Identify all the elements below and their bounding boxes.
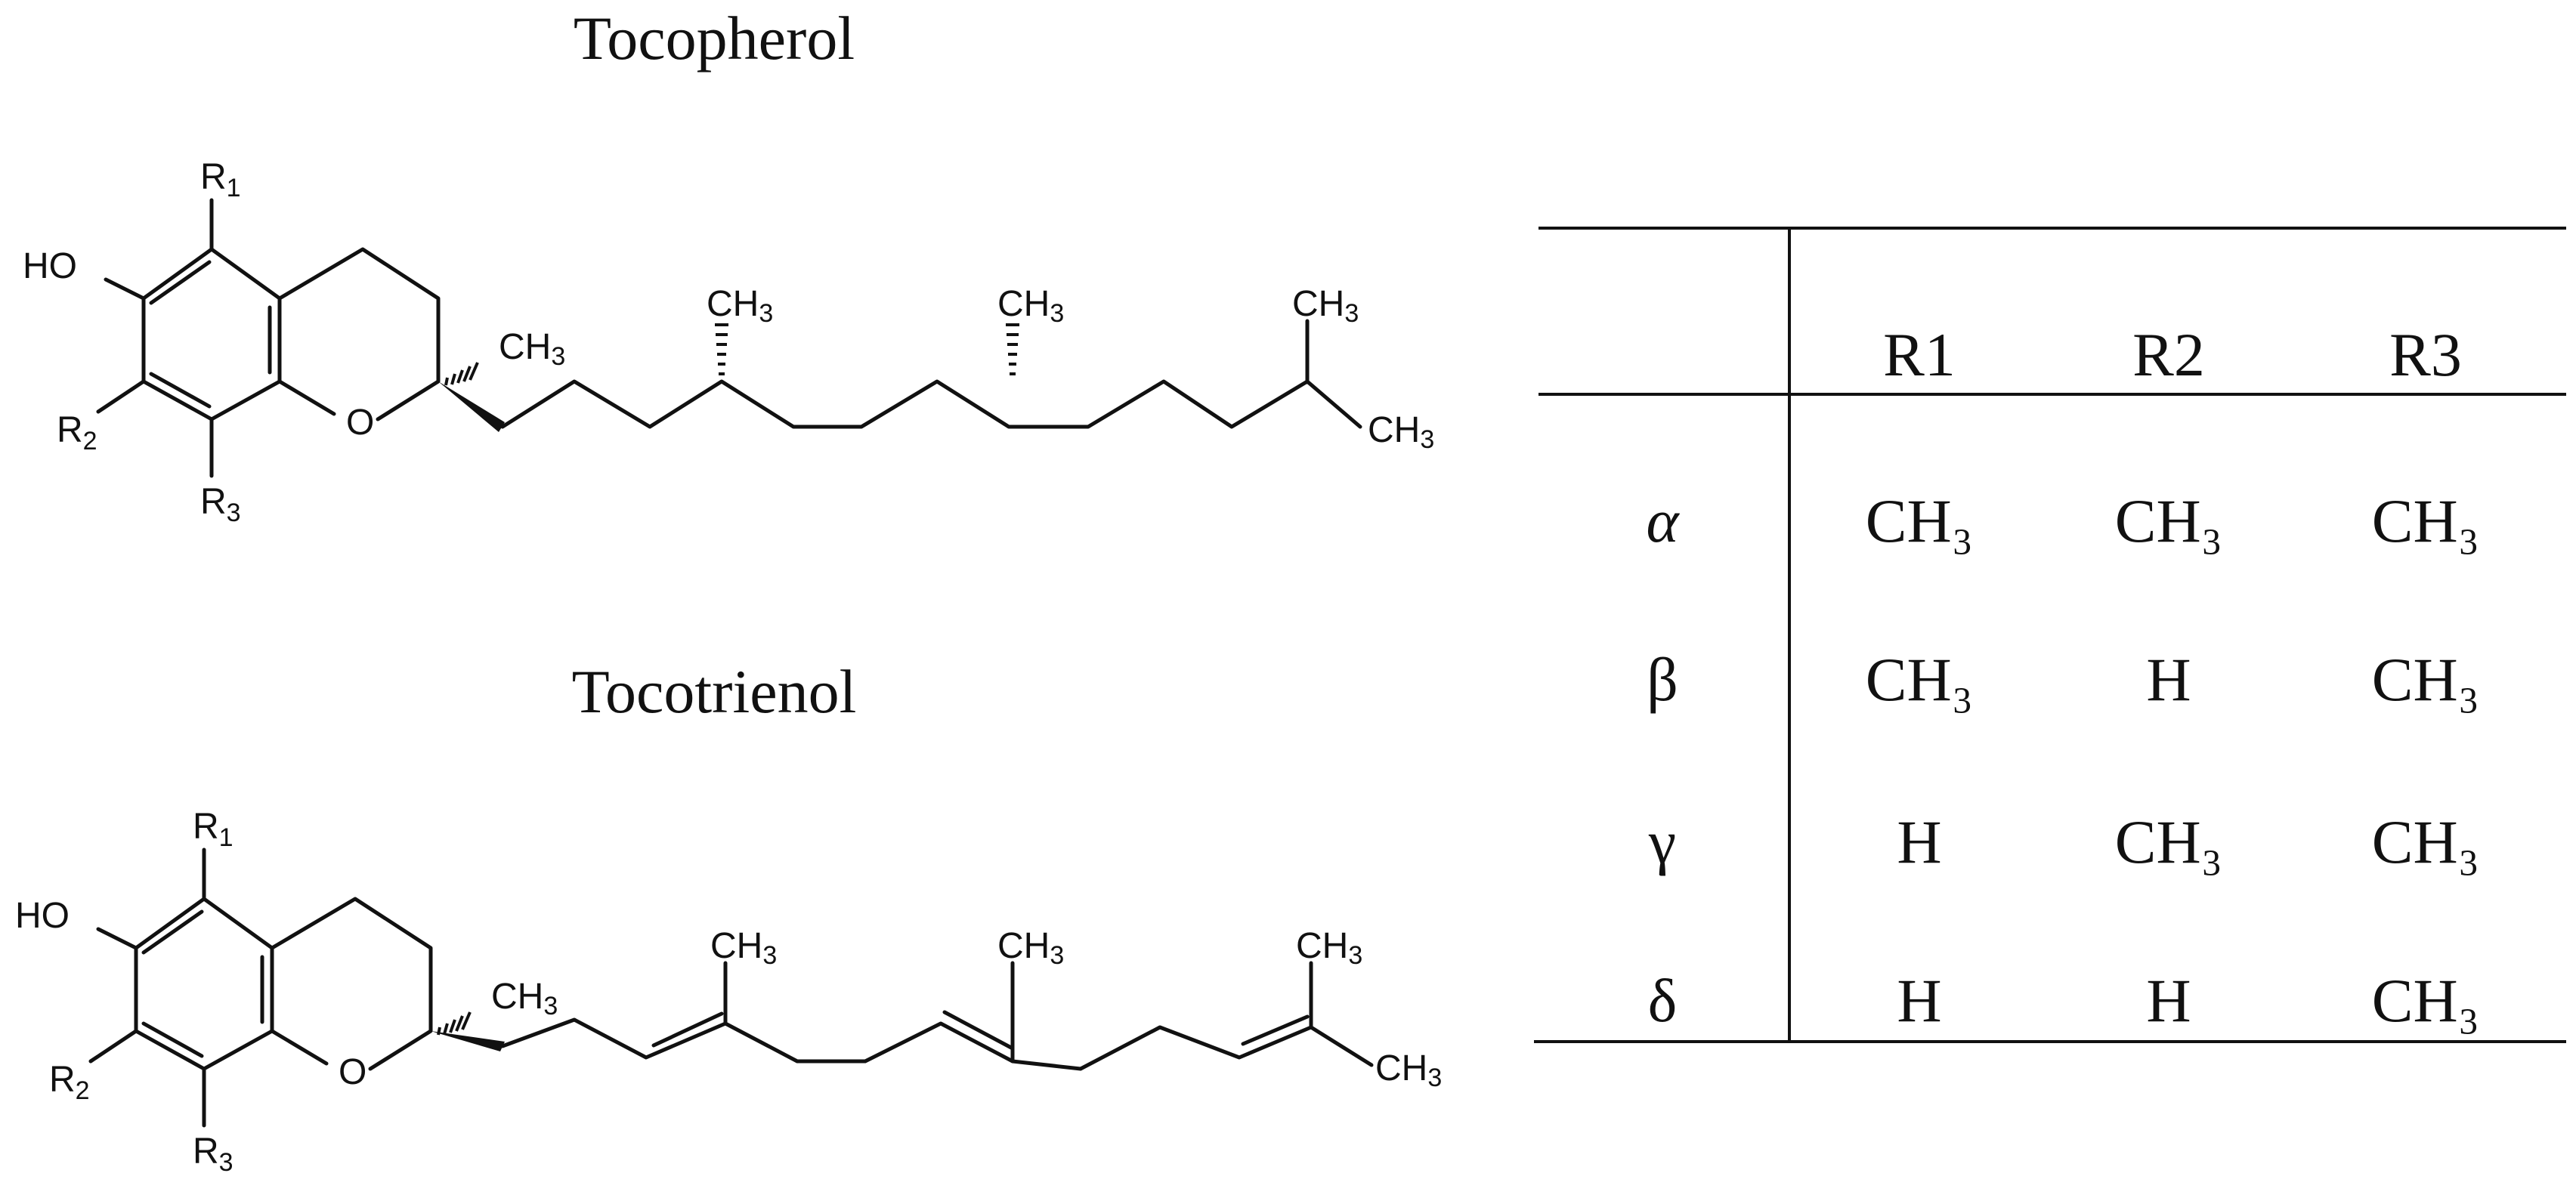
tocopherol-methyl-label-2: CH3 — [997, 284, 1064, 328]
tocotrienol-methyl-label-2: CH3 — [997, 926, 1064, 970]
row-label-alpha: α — [1646, 486, 1679, 555]
cell-alpha-r2: CH₃ — [2114, 486, 2223, 555]
tocopherol-methyl-label-1: CH3 — [707, 284, 773, 328]
tocotrienol-methyl-label-1: CH3 — [710, 926, 777, 970]
tocotrienol-structure: R1 HO R2 R3 O CH3 CH3 CH3 CH3 CH3 — [15, 807, 1442, 1177]
substituent-table: R1 R2 R3 α CH₃ CH₃ CH₃ β CH₃ H CH₃ γ H C… — [1534, 227, 2566, 1050]
cell-delta-r1: H — [1897, 966, 1942, 1035]
tocopherol-title: Tocopherol — [573, 4, 855, 73]
tocotrienol-title: Tocotrienol — [571, 657, 857, 726]
tocotrienol-ring-oxygen: O — [339, 1052, 366, 1092]
cell-delta-r3: CH₃ — [2371, 966, 2480, 1035]
tocopherol-terminal-methyl-2: CH3 — [1368, 410, 1434, 454]
cell-gamma-r3: CH₃ — [2371, 807, 2480, 876]
cell-gamma-r2: CH₃ — [2114, 807, 2223, 876]
tocotrienol-ho-label: HO — [15, 896, 70, 936]
tocotrienol-r1-label: R1 — [193, 807, 233, 852]
table-column-divider — [1788, 227, 1791, 1043]
cell-gamma-r1: H — [1897, 807, 1942, 876]
cell-alpha-r1: CH₃ — [1865, 486, 1974, 555]
table-top-rule — [1538, 227, 2566, 230]
cell-alpha-r3: CH₃ — [2371, 486, 2480, 555]
row-label-gamma: γ — [1648, 807, 1677, 876]
cell-beta-r3: CH₃ — [2371, 645, 2480, 714]
tocotrienol-c2-methyl-label: CH3 — [491, 977, 558, 1020]
tocotrienol-terminal-methyl-1: CH3 — [1296, 926, 1362, 970]
tocopherol-structure: R1 HO R2 R3 O CH3 CH3 CH3 CH3 CH3 — [23, 157, 1434, 527]
tocopherol-r3-label: R3 — [200, 482, 241, 527]
cell-beta-r2: H — [2146, 645, 2191, 714]
tocotrienol-r2-label: R2 — [49, 1060, 90, 1105]
tocopherol-terminal-methyl-1: CH3 — [1292, 284, 1359, 328]
tocopherol-c2-methyl-label: CH3 — [499, 327, 565, 371]
tocopherol-r2-label: R2 — [57, 410, 97, 455]
table-bottom-rule — [1534, 1040, 2566, 1043]
cell-beta-r1: CH₃ — [1865, 645, 1974, 714]
tocotrienol-terminal-methyl-2: CH3 — [1375, 1048, 1442, 1092]
row-label-delta: δ — [1647, 966, 1678, 1035]
row-label-beta: β — [1647, 645, 1678, 714]
header-r2: R2 — [2132, 320, 2205, 389]
header-r1: R1 — [1883, 320, 1956, 389]
cell-delta-r2: H — [2146, 966, 2191, 1035]
header-r3: R3 — [2389, 320, 2462, 389]
tocopherol-ring-oxygen: O — [346, 403, 374, 443]
tocotrienol-r3-label: R3 — [193, 1132, 233, 1177]
tocopherol-r1-label: R1 — [200, 157, 241, 202]
tocopherol-ho-label: HO — [23, 246, 77, 286]
table-header-rule — [1538, 393, 2566, 396]
